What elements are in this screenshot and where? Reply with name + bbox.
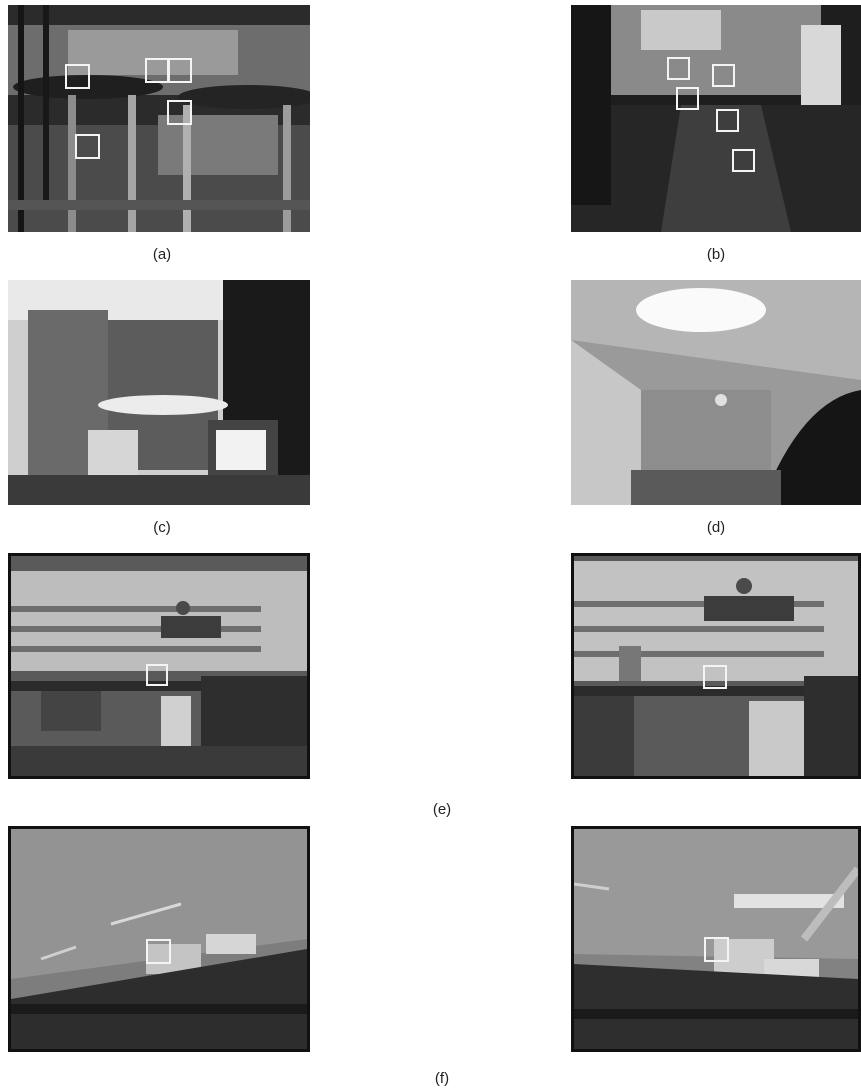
photo-b-scene	[571, 5, 861, 232]
photo-f-left-scene	[11, 829, 307, 1049]
photo-b-corridor	[571, 5, 861, 232]
photo-f-right-ceiling	[571, 826, 861, 1052]
caption-b: (b)	[706, 246, 726, 263]
caption-a: (a)	[152, 246, 172, 263]
feature-box	[65, 64, 90, 89]
feature-box	[146, 939, 171, 964]
feature-box	[667, 57, 690, 80]
photo-e-right-scene	[574, 556, 858, 776]
photo-c-scene	[8, 280, 310, 505]
photo-f-left-ceiling	[8, 826, 310, 1052]
feature-box	[703, 665, 727, 689]
photo-e-left-lab	[8, 553, 310, 779]
photo-d-ceiling	[571, 280, 861, 505]
photo-a-tables	[8, 5, 310, 232]
caption-e: (e)	[432, 801, 452, 818]
feature-box	[712, 64, 735, 87]
caption-c: (c)	[153, 519, 171, 536]
photo-e-left-scene	[11, 556, 307, 776]
feature-box	[716, 109, 739, 132]
feature-box	[704, 937, 729, 962]
feature-box	[146, 664, 168, 686]
caption-f: (f)	[434, 1070, 450, 1087]
photo-c-shelves	[8, 280, 310, 505]
feature-box	[167, 100, 192, 125]
feature-box	[732, 149, 755, 172]
caption-d: (d)	[706, 519, 726, 536]
photo-f-right-scene	[574, 829, 858, 1049]
photo-e-right-lab	[571, 553, 861, 779]
feature-box	[676, 87, 699, 110]
feature-box	[75, 134, 100, 159]
photo-a-scene	[8, 5, 310, 232]
feature-box	[167, 58, 192, 83]
photo-d-scene	[571, 280, 861, 505]
